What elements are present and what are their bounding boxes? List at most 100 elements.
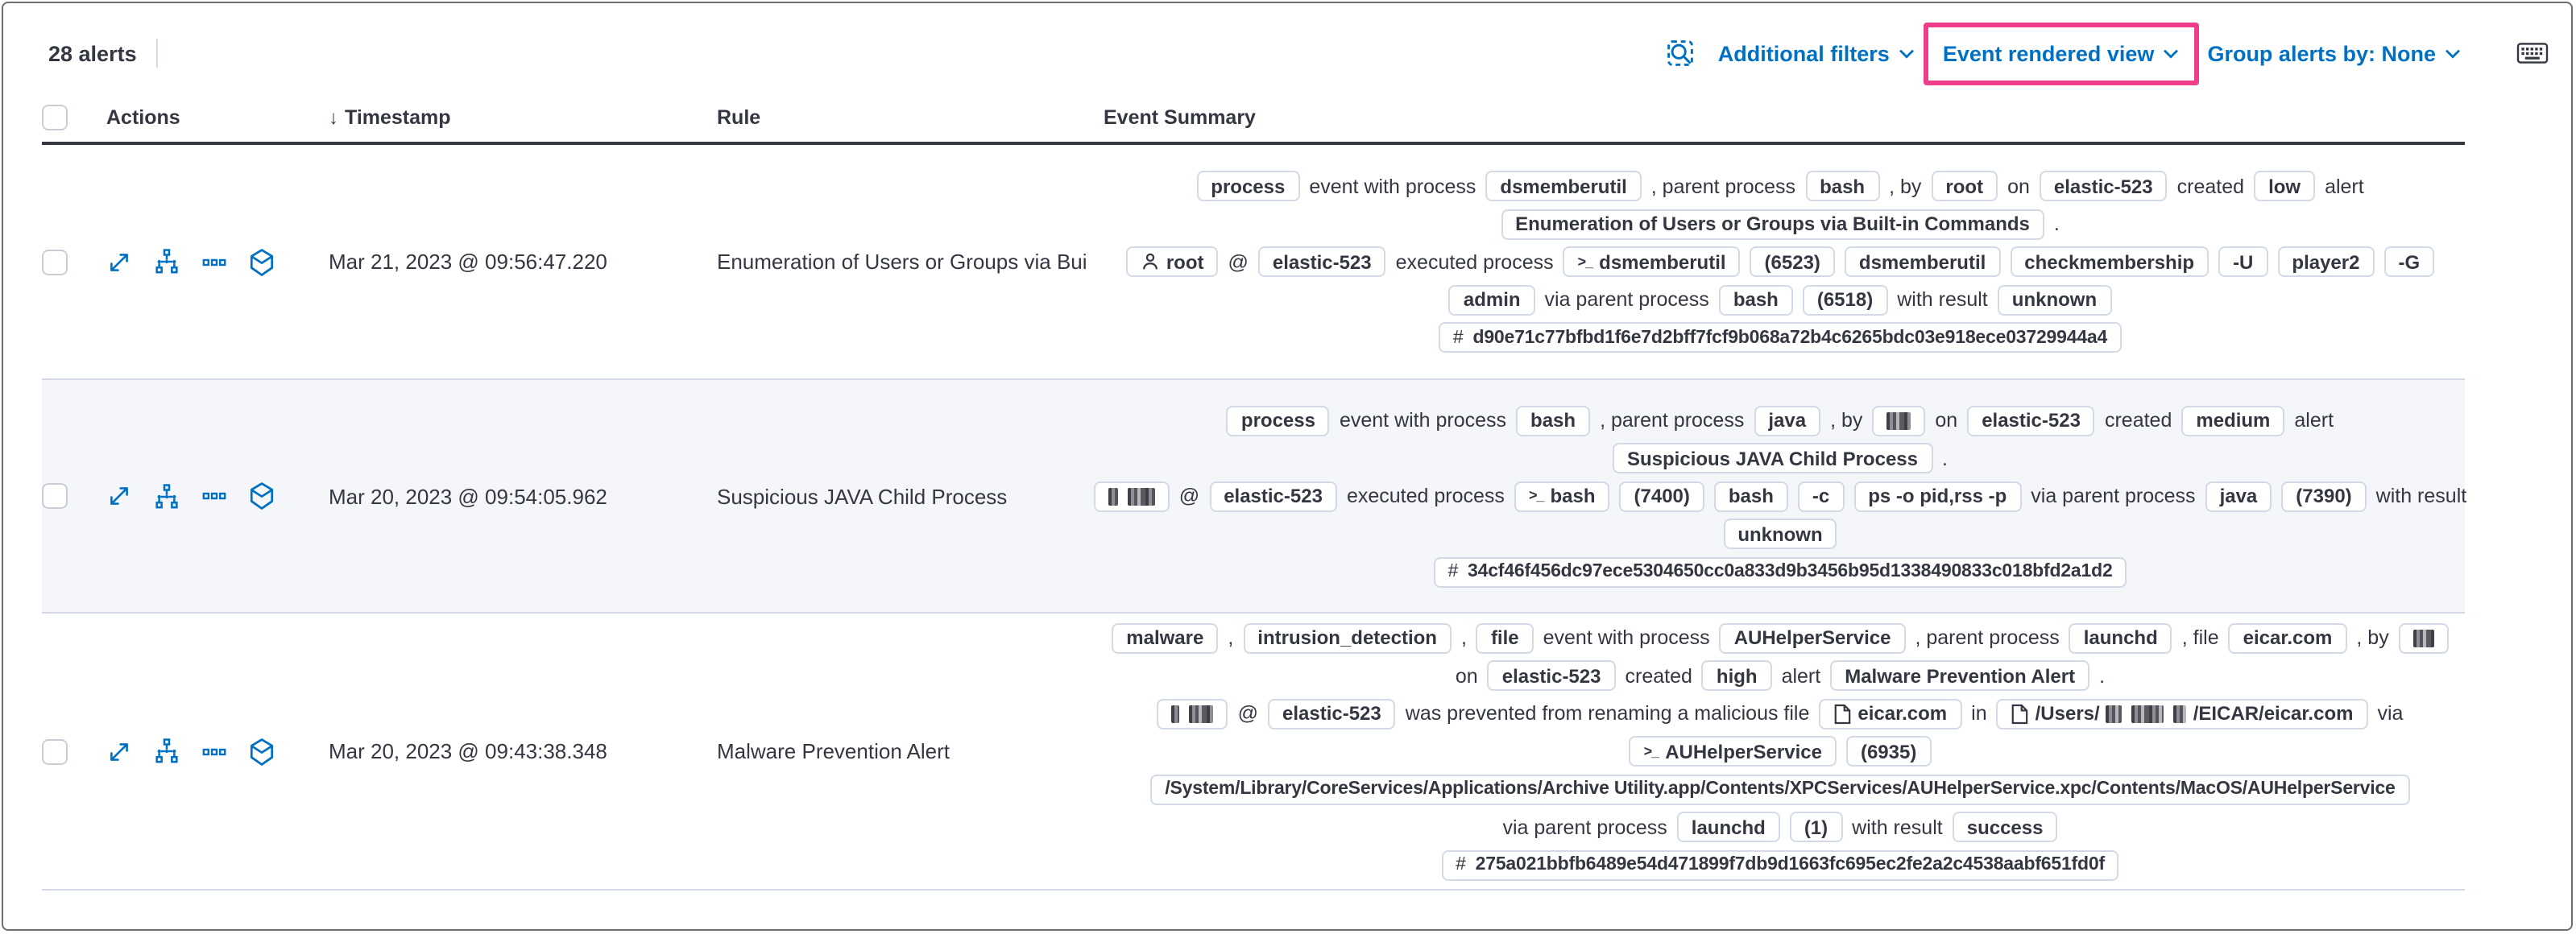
keyboard-shortcuts-icon[interactable] xyxy=(2516,40,2549,66)
expand-alert-icon[interactable] xyxy=(106,483,132,509)
summary-pill[interactable]: unknown xyxy=(1723,519,1837,549)
view-selector-button[interactable]: Event rendered view xyxy=(1943,41,2180,65)
expand-alert-icon[interactable] xyxy=(106,249,132,275)
summary-pill-text: dsmemberutil xyxy=(1500,175,1627,197)
row-checkbox[interactable] xyxy=(42,738,68,764)
open-event-analyzer-icon[interactable] xyxy=(153,482,180,510)
summary-pill-text: unknown xyxy=(2011,288,2098,311)
summary-pill[interactable]: AUHelperService xyxy=(1719,622,1906,653)
group-alerts-by-label: Group alerts by: None xyxy=(2207,41,2436,65)
summary-pill[interactable]: player2 xyxy=(2277,246,2375,277)
summary-pill[interactable]: bash xyxy=(1805,171,1880,201)
summary-pill[interactable]: (6518) xyxy=(1802,284,1888,315)
summary-pill[interactable]: -U xyxy=(2218,246,2268,277)
summary-pill[interactable]: dsmemberutil xyxy=(1844,246,2001,277)
summary-pill[interactable]: root xyxy=(1125,246,1219,277)
summary-pill[interactable]: #275a021bbfb6489e54d471899f7db9d1663fc69… xyxy=(1441,849,2119,880)
summary-pill[interactable]: (6523) xyxy=(1750,246,1835,277)
summary-pill[interactable]: intrusion_detection xyxy=(1243,622,1452,653)
additional-filters-button[interactable]: Additional filters xyxy=(1718,41,1915,65)
expand-alert-icon[interactable] xyxy=(106,738,132,764)
summary-pill[interactable]: java xyxy=(1754,405,1821,436)
summary-pill[interactable]: #d90e71c77bfbd1f6e7d2bff7fcf9b068a72b4c6… xyxy=(1438,322,2123,353)
inspect-icon[interactable] xyxy=(1667,39,1696,68)
summary-text: alert xyxy=(1781,664,1821,687)
summary-pill[interactable]: bash xyxy=(1713,481,1788,511)
summary-pill[interactable]: bash xyxy=(1718,284,1793,315)
summary-pill[interactable]: bash xyxy=(1516,405,1591,436)
summary-pill[interactable]: Suspicious JAVA Child Process xyxy=(1613,443,1932,473)
summary-pill[interactable]: ps -o pid,rss -p xyxy=(1853,481,2022,511)
summary-pill[interactable] xyxy=(2398,622,2449,653)
summary-pill[interactable]: elastic-523 xyxy=(2039,171,2168,201)
summary-pill[interactable]: elastic-523 xyxy=(1967,405,2095,436)
summary-pill[interactable]: low xyxy=(2254,171,2316,201)
summary-pill[interactable]: elastic-523 xyxy=(1257,246,1386,277)
summary-pill-text: -c xyxy=(1812,485,1830,507)
summary-pill[interactable]: /System/Library/CoreServices/Application… xyxy=(1150,774,2410,804)
summary-pill-text: low xyxy=(2268,175,2301,197)
more-actions-icon[interactable] xyxy=(201,249,227,275)
summary-pill[interactable]: admin xyxy=(1448,284,1535,315)
summary-pill[interactable]: java xyxy=(2205,481,2272,511)
terminal-prompt-icon: >_ xyxy=(1577,253,1594,269)
summary-pill[interactable]: elastic-523 xyxy=(1268,698,1396,729)
summary-pill[interactable]: (7400) xyxy=(1619,481,1704,511)
summary-pill[interactable]: elastic-523 xyxy=(1209,481,1337,511)
summary-pill[interactable]: (6935) xyxy=(1845,736,1932,767)
summary-pill[interactable]: Enumeration of Users or Groups via Built… xyxy=(1501,209,2044,239)
summary-pill[interactable]: unknown xyxy=(1997,284,2112,315)
summary-pill[interactable]: Malware Prevention Alert xyxy=(1830,660,2090,691)
hash-icon: # xyxy=(1456,855,1466,874)
select-all-checkbox[interactable] xyxy=(42,105,68,130)
more-actions-icon[interactable] xyxy=(201,483,227,509)
summary-pill[interactable]: checkmembership xyxy=(2010,246,2209,277)
summary-text: event with process xyxy=(1339,409,1507,432)
summary-pill[interactable]: eicar.com xyxy=(2228,622,2347,653)
summary-pill[interactable]: success xyxy=(1952,812,2058,842)
summary-pill[interactable]: malware xyxy=(1112,622,1219,653)
summary-text: , parent process xyxy=(1650,175,1796,197)
more-actions-icon[interactable] xyxy=(201,738,227,764)
summary-pill[interactable]: -G xyxy=(2383,246,2435,277)
summary-pill[interactable]: (7390) xyxy=(2281,481,2367,511)
redacted-text xyxy=(1886,411,1911,429)
summary-pill[interactable] xyxy=(1872,405,1926,436)
summary-pill[interactable]: (1) xyxy=(1789,812,1843,842)
row-checkbox[interactable] xyxy=(42,483,68,509)
summary-pill[interactable]: process xyxy=(1196,171,1300,201)
summary-pill-text: ps -o pid,rss -p xyxy=(1868,485,2007,507)
additional-filters-label: Additional filters xyxy=(1717,41,1890,65)
summary-pill[interactable]: >_AUHelperService xyxy=(1629,736,1837,767)
summary-pill[interactable]: launchd xyxy=(1676,812,1780,842)
open-event-analyzer-icon[interactable] xyxy=(153,738,180,765)
summary-pill-text: dsmemberutil xyxy=(1599,250,1726,273)
summary-pill[interactable]: root xyxy=(1931,171,1998,201)
summary-pill[interactable]: >_ dsmemberutil xyxy=(1563,246,1741,277)
summary-pill[interactable] xyxy=(1093,481,1170,511)
summary-pill[interactable]: process xyxy=(1226,405,1330,436)
summary-pill[interactable] xyxy=(1157,698,1228,729)
summary-pill[interactable]: file xyxy=(1476,622,1534,653)
open-session-view-icon[interactable] xyxy=(248,737,275,766)
summary-pill[interactable]: medium xyxy=(2181,405,2285,436)
summary-pill[interactable]: high xyxy=(1701,660,1772,691)
summary-pill[interactable]: launchd xyxy=(2069,622,2172,653)
summary-pill[interactable]: dsmemberutil xyxy=(1485,171,1642,201)
summary-pill[interactable]: elastic-523 xyxy=(1487,660,1616,691)
summary-pill[interactable]: -c xyxy=(1797,481,1845,511)
header-timestamp[interactable]: ↓Timestamp xyxy=(329,106,451,129)
open-event-analyzer-icon[interactable] xyxy=(153,248,180,275)
summary-pill[interactable]: eicar.com xyxy=(1819,698,1962,729)
row-rule: Enumeration of Users or Groups via Bui xyxy=(717,250,1087,274)
open-session-view-icon[interactable] xyxy=(248,247,275,276)
open-session-view-icon[interactable] xyxy=(248,481,275,510)
summary-pill[interactable]: #34cf46f456dc97ece5304650cc0a833d9b3456b… xyxy=(1433,556,2127,587)
summary-pill[interactable]: >_bash xyxy=(1514,481,1610,511)
row-checkbox[interactable] xyxy=(42,249,68,275)
group-alerts-by-button[interactable]: Group alerts by: None xyxy=(2207,41,2462,65)
summary-pill[interactable]: /Users//EICAR/eicar.com xyxy=(1996,698,2368,729)
